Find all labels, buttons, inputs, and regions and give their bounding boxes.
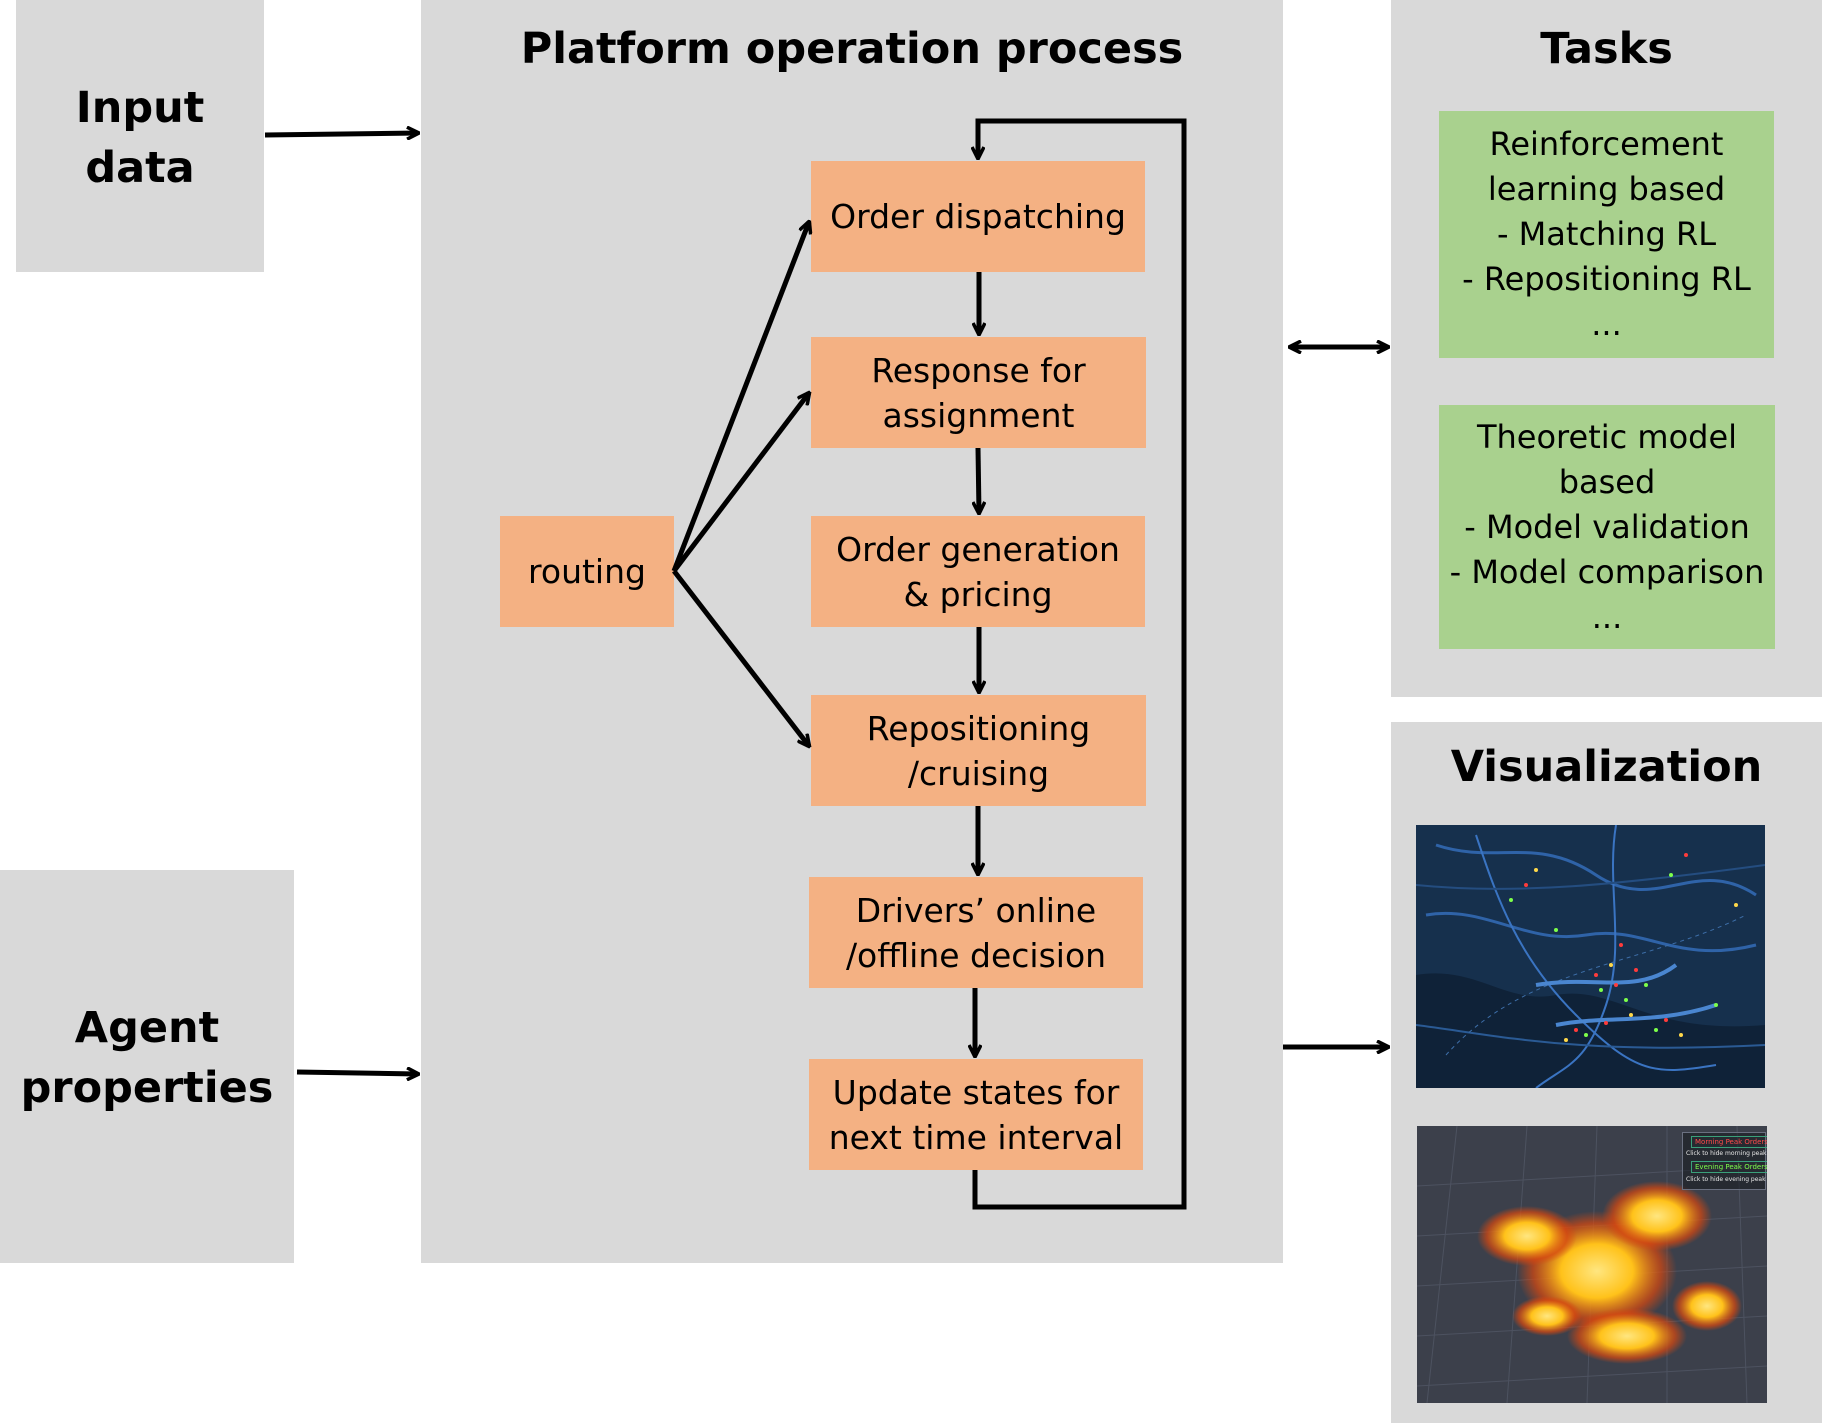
tasks-title: Tasks — [1540, 24, 1673, 74]
agent-properties-label: Agent properties — [20, 1003, 274, 1113]
routing-box: routing — [500, 516, 674, 627]
arrow-input-to-platform — [264, 133, 418, 135]
rl-task-box: Reinforcement learning based - Matching … — [1439, 111, 1774, 358]
input-data-label: Input data — [75, 83, 205, 193]
platform-title: Platform operation process — [520, 24, 1184, 74]
visualization-title: Visualization — [1450, 742, 1763, 792]
step-order-generation-pricing: Order generation & pricing — [811, 516, 1145, 627]
step-update-states: Update states for next time interval — [809, 1059, 1143, 1170]
legend-morning-hint: Click to hide morning peak orders — [1686, 1150, 1767, 1157]
theory-task-box: Theoretic model based - Model validation… — [1439, 405, 1775, 649]
step-order-dispatching: Order dispatching — [811, 161, 1145, 272]
legend-evening-label[interactable]: Evening Peak Orders — [1691, 1161, 1767, 1173]
step-drivers-online-offline: Drivers’ online /offline decision — [809, 877, 1143, 988]
step-response-for-assignment: Response for assignment — [811, 337, 1146, 448]
step-repositioning-cruising: Repositioning /cruising — [811, 695, 1146, 806]
legend-morning-label[interactable]: Morning Peak Orders — [1691, 1136, 1767, 1148]
heatmap-3d-image: Morning Peak Orders Click to hide mornin… — [1417, 1126, 1767, 1403]
network-map-image — [1416, 825, 1765, 1088]
arrow-agent-to-platform — [296, 1072, 418, 1074]
heatmap-legend: Morning Peak Orders Click to hide mornin… — [1682, 1132, 1767, 1190]
legend-evening-hint: Click to hide evening peak orders — [1686, 1176, 1767, 1183]
agent-properties-panel: Agent properties — [0, 870, 294, 1263]
network-map-graphic — [1416, 825, 1765, 1088]
input-data-panel: Input data — [16, 0, 264, 272]
